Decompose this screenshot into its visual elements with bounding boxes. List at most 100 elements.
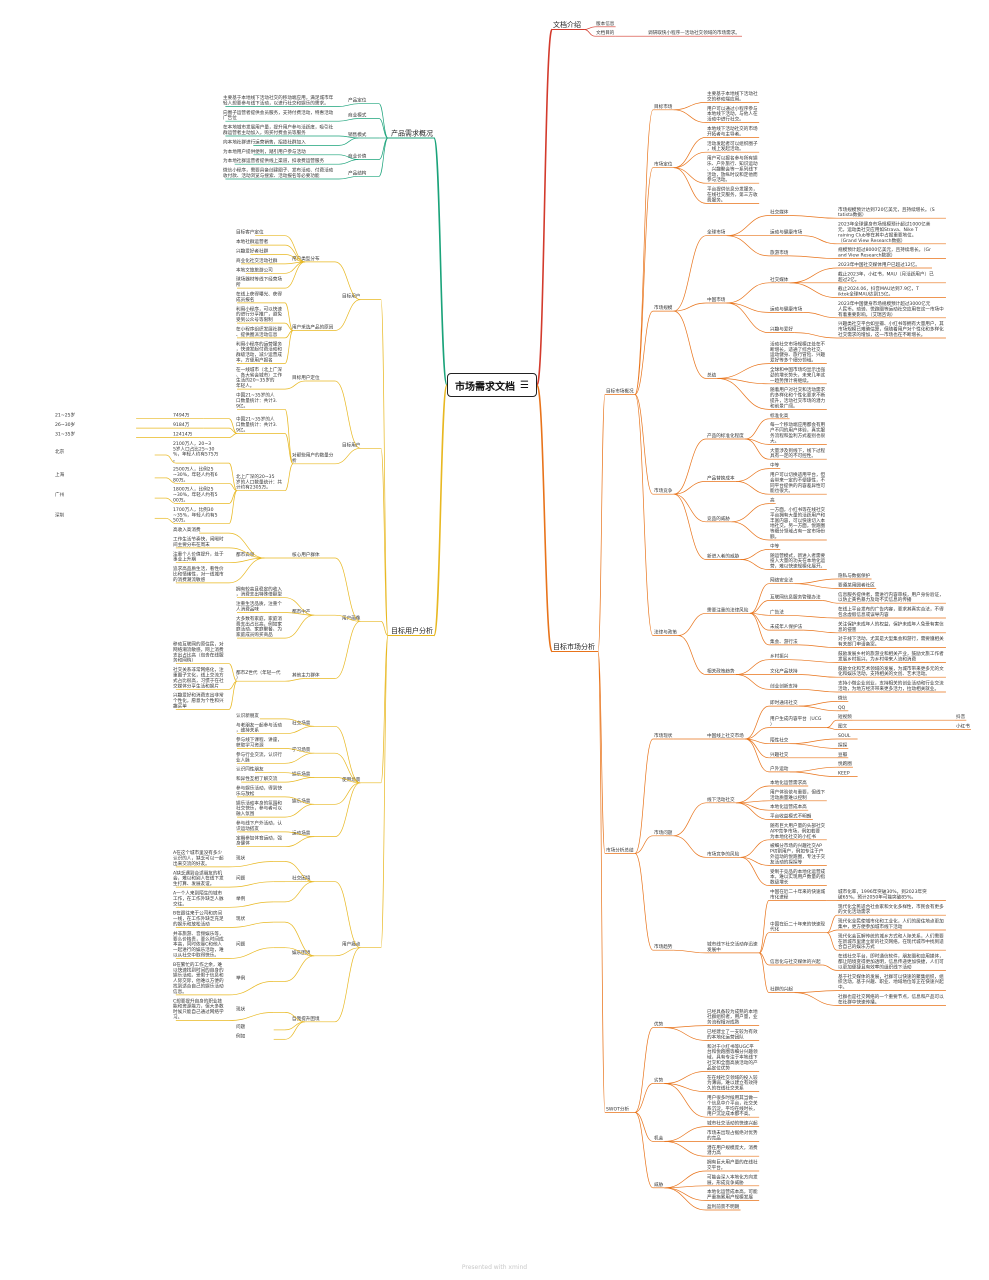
node-521b4e1a521b65b0-topic[interactable]: 创业创新支持 bbox=[770, 682, 798, 689]
node-752862374f539a8c-topic[interactable]: 用户体验依与重要，但线下活动质量难以控制 bbox=[770, 788, 826, 800]
node-4157288fd94e2a-topic[interactable]: A在这个城市里没有多少认识的人，缺乏可以一起出来交流的好友。 bbox=[173, 849, 224, 867]
node-5e02573a672a51fa-topic[interactable]: 市场未出现占据绝对优势的竞品 bbox=[707, 1129, 758, 1141]
node-53174eac-topic[interactable]: 北京 bbox=[55, 448, 65, 455]
node-90fd5e024e2d4ea7-topic[interactable]: 都市中产 bbox=[292, 608, 311, 615]
node-572857287ebf793e-topic[interactable]: 在在线社交领域的投入较为薄弱，难以建立有效持久的在线社交关系 bbox=[707, 1074, 758, 1092]
node-5e02573a95ee9898-topic[interactable]: 市场问题 bbox=[654, 829, 673, 836]
node-5e76975e65c56e38-topic[interactable]: 并非旅游、音频娱乐等，要么价格贵，要么时间成本高，同时依靠C和他人一起进行的娱乐… bbox=[173, 930, 224, 959]
node-522975285c0f7a0b-topic[interactable]: 利用小程序的运营服务，快速发起付费活动和群级活动，减少运营成本，方便用户报名 bbox=[236, 340, 282, 363]
node-5728672c573057ce-topic[interactable]: 在本地城市发展用户量，提升用户参与活跃度，吸引社群运营者主动加入，购买付费会员等… bbox=[223, 124, 334, 136]
node-57287ebf793e4ea4-topic[interactable]: 在线社交平台，即时通信软件，朋友圈和应用媒体，都让陌境变得更加透明，信息传递更加… bbox=[838, 953, 944, 971]
node-4e2d56fd7ebf4e0a-topic[interactable]: 中国线上社交市场 bbox=[707, 732, 744, 739]
node-673a4f1a-topic[interactable]: 机会 bbox=[654, 1134, 664, 1141]
node-4ea754c17ed36784-topic[interactable]: 产品结构 bbox=[348, 169, 367, 176]
node-57287ebf4e0a83b7-topic[interactable]: 在线上获得曝光、获得成员报名 bbox=[236, 291, 282, 303]
node-414e004e2a4eba-topic[interactable]: A一个人来到陌生的城市工作，在工作外缺乏人脉交往。 bbox=[173, 890, 224, 908]
node-33317e33-topic[interactable]: 31~35岁 bbox=[55, 431, 76, 438]
node-6ce891cd751f6d3b-topic[interactable]: 注重生活品质，注重个人消费品味 bbox=[236, 600, 282, 612]
node-6cd55f8b4e0e653f-topic[interactable]: 法律与政策 bbox=[654, 629, 677, 636]
node-8ba48bc665b0670b-topic[interactable]: 认识新朋友 bbox=[236, 712, 259, 719]
node-32367e33-topic[interactable]: 26~30岁 bbox=[55, 421, 76, 428]
node-964c6027793e4ea4-topic[interactable]: 陌性社交 bbox=[770, 737, 789, 744]
node-53c24e0e5a314e50-topic[interactable]: 参与娱乐活动，得到快乐与放松 bbox=[236, 785, 282, 797]
node-57ce5e027ebf4e0b-topic[interactable]: 城市线下社交活动存迅速发展中 bbox=[707, 941, 758, 953]
node-57287ebf4e0a5e73-topic[interactable]: 在线上平台发布的广告内容，要求其真实合法，不得包含虚假信息或误导内容 bbox=[838, 606, 944, 618]
node-5e7f544a6cd5-topic[interactable]: 广告法 bbox=[770, 608, 784, 615]
product-branch-title[interactable]: 产品需求概况 bbox=[391, 129, 433, 138]
node-4e0065b99762ff0c-topic[interactable]: 一方面，小红书等在线社交平台拥有大量的活跃用户和丰富内容，可以快速切入本地社交。… bbox=[770, 506, 826, 540]
node-793e4ea456f05883-topic[interactable]: 社交困境 bbox=[292, 875, 311, 882]
node-75286237753b50cf-topic[interactable]: 用户画像 bbox=[342, 614, 361, 621]
node-5e02573a7ade4e89-topic[interactable]: 市场竞争的风险 bbox=[707, 850, 740, 857]
node-4e2d56fd3231-topic[interactable]: 中国21~35岁的人口数量统计：共计3.9亿。 bbox=[236, 416, 277, 434]
node-658753164ea754c1-topic[interactable]: 文化产品扶持 bbox=[770, 668, 798, 675]
node-752862375f88591a-topic[interactable]: 用户很多时候用其当做一个信息中介平台，社交关系沉淀，平均在线时长，用户沉淀成本都… bbox=[707, 1094, 758, 1117]
node-8c03781453d65feb-topic[interactable]: 调研取快小程序—活动社交领域的市场需求。 bbox=[648, 29, 740, 36]
node-622a6b623230-topic[interactable]: 截止2023年，小红书，MAU（月活跃用户）已超过2亿。 bbox=[838, 270, 934, 282]
node-51687403548c4e2d-topic[interactable]: 全球和中国市场均显示出强劲的增长势头，未来几年这一趋势预计将继续。 bbox=[770, 366, 826, 384]
node-4e3e4f8b-topic[interactable]: 举例 bbox=[236, 895, 246, 902]
node-968f8fd084256a21-topic[interactable]: 随运营模式，新进入者需要投入大量的功夫在本地化运营，难以快速规模化展开。 bbox=[770, 552, 826, 570]
root-topic[interactable]: 市场需求文档 ☰ bbox=[447, 373, 537, 397]
node-32317e32-topic[interactable]: 21~25岁 bbox=[55, 412, 76, 419]
node-5a314e50573a666f-topic[interactable]: 娱乐场景 bbox=[292, 770, 311, 777]
node-793e4ea4573a666f-topic[interactable]: 社交场景 bbox=[292, 719, 311, 726]
node-7528623775db70b9-topic[interactable]: 用户痛点 bbox=[342, 941, 361, 948]
node-541157085b508fd0-topic[interactable]: 向圈子运营者提供会员服务，支持付费活动，特惠活动广告位 bbox=[223, 109, 334, 121]
node-6587686376ee7684-topic[interactable]: 文档目的 bbox=[596, 29, 615, 36]
node-8c4674e3-topic[interactable]: 豆瓣 bbox=[838, 751, 848, 758]
node-968f774075286237-topic[interactable]: 随着用户对社交和活动需求的多样化和个性化要求不断提升，活动社交市场的潜力和前景广… bbox=[770, 386, 826, 409]
node-793e4ea45a924f53-topic[interactable]: 社交媒体 bbox=[770, 209, 789, 216]
node-77ed89c69891-topic[interactable]: 短视频 bbox=[838, 713, 852, 720]
node-7528623753ef4ee5-topic[interactable]: 用户可以报名参与所有娱乐、户外旅行、知识运动、兴趣聚会等一系列线下活动，放纵时议… bbox=[707, 155, 758, 184]
node-6f5c572875286237-topic[interactable]: 潜在用户规模庞大，消费潜力高 bbox=[707, 1144, 758, 1156]
node-4b454550-topic[interactable]: KEEP bbox=[838, 771, 850, 777]
node-4e3b898157fa4e8e-topic[interactable]: 主要基于本地线下活动社交的移动端应用。 bbox=[707, 90, 758, 102]
node-5e02573a52066790-topic[interactable]: 市场分析总结 bbox=[606, 846, 634, 853]
node-8ffd6c429ad854c1-topic[interactable]: 追求高品质生活，看性价比和情绪性，对一线城市的消费潮流敏感 bbox=[173, 565, 224, 583]
node-4e3a672c57307528-topic[interactable]: 为本地用户提供便利，踏引用户参与活动 bbox=[223, 148, 306, 155]
node-7528623753ef4ee5-topic[interactable]: 用户可以切换适用平台，但会带来一定的不便捷性，不同平台提供的内容差异性可能也很大… bbox=[770, 471, 826, 494]
node-5fae4fe15c0f7a0b-topic[interactable]: 微信小程序，需要具备创建圈子、发布活动、付费活动收付款、活动浏览与搜索、活动报名… bbox=[223, 167, 334, 179]
node-5a314e50573a666f-topic[interactable]: 娱乐场景 bbox=[292, 797, 311, 804]
node-76f85173653f7b56-topic[interactable]: 相关政策趋势 bbox=[707, 668, 735, 675]
node-5b9a671f53c252a0-topic[interactable]: 定期参加体育运动，强身健体 bbox=[236, 834, 282, 846]
node-652f63015c0f5fae-topic[interactable]: 支持小微企业创业，支持相关的创业活动和行业交流活动，为地方经济带来更多活力，拉动… bbox=[838, 680, 944, 692]
node-62e567098f839ad8-topic[interactable]: 拥有较高且稳定的收入，消费支出特殊倍额型 bbox=[236, 585, 282, 597]
node-623759168fd052a8-topic[interactable]: 户外运动 bbox=[770, 765, 789, 772]
node-672c5730793e7fa4-topic[interactable]: 本地社群运营者 bbox=[236, 238, 269, 245]
node-73b072b6-topic[interactable]: 现状 bbox=[236, 1005, 246, 1012]
node-548c5f0260274e92-topic[interactable]: 和异性互相了解交流 bbox=[236, 775, 278, 782]
node-534f554c-topic[interactable]: SOUL bbox=[838, 733, 851, 739]
node-672c573053168fd0-topic[interactable]: 本地化运营成本高 bbox=[770, 803, 807, 810]
node-53d752364e8e7ade-topic[interactable]: 受制于竞品的本地化运营成本，难以实现用户数量的指数级增长 bbox=[770, 868, 826, 886]
node-7ebf4e0b6d3b52a8-topic[interactable]: 线下活动社交 bbox=[707, 796, 735, 803]
node-7403573a56686750-topic[interactable]: 球场器材等线下经营场所 bbox=[236, 276, 282, 288]
node-55464e1a4ef7503c-topic[interactable]: 商业价值 bbox=[348, 153, 367, 160]
node-76ee680775286237-topic[interactable]: 目标用户 bbox=[342, 441, 360, 448]
node-95ee9898-topic[interactable]: 问题 bbox=[236, 1023, 246, 1030]
node-6d3b52a8793e4ea4-topic[interactable]: 活动社交市场规模正处在不断增长，适通了综合社交、运动健身、旅行冒险、兴趣爱好等多… bbox=[770, 340, 826, 363]
node-4e0e8001670b53cb-topic[interactable]: 与老朋友一起参与活动，维持关系 bbox=[236, 721, 282, 733]
node-56fe6587-topic[interactable]: 图文 bbox=[838, 723, 848, 730]
node-53c24e0e7ebf4e0b-topic[interactable]: 参与线下课程、讲座，获取学习资源 bbox=[236, 736, 282, 748]
node-4e2d56fd57288fd1-topic[interactable]: 中国在近二十年来的快速城市化进程 bbox=[770, 888, 826, 900]
node-31323431-topic[interactable]: 12414万 bbox=[173, 432, 193, 438]
node-65b08fdb51658005-topic[interactable]: 新进入者的威胁 bbox=[707, 553, 740, 560]
node-39313834-topic[interactable]: 9184万 bbox=[173, 422, 190, 428]
node-7248672c4fe1606f-topic[interactable]: 版本信息 bbox=[596, 20, 615, 27]
node-6df15733-topic[interactable]: 深圳 bbox=[55, 511, 65, 518]
node-55464e1a6a215f0f-topic[interactable]: 商业模式 bbox=[348, 112, 367, 119]
node-5c0f7ea24e66-topic[interactable]: 小红书 bbox=[956, 723, 970, 730]
node-5bf990a34e9b7528-topic[interactable]: 对那些用户的数量分析 bbox=[292, 451, 334, 463]
node-6bcf4e004e2a79fb-topic[interactable]: 每一个移动端应用都会有用户不同的用户体验，真实服务流程和盈利方式差别也很大。 bbox=[770, 421, 826, 444]
node-76ee680775286237-topic[interactable]: 目标用户 bbox=[342, 293, 360, 300]
node-5a0180c1-topic[interactable]: 威胁 bbox=[654, 1181, 664, 1188]
node-57ce5e02793e4ea4-topic[interactable]: 城市社交活动的快速兴起 bbox=[707, 1120, 758, 1127]
node-5e02573a5b9a4f4d-topic[interactable]: 市场定位 bbox=[654, 161, 673, 168]
node-4e2d56fd5e02573a-topic[interactable]: 中国市场 bbox=[707, 296, 726, 303]
